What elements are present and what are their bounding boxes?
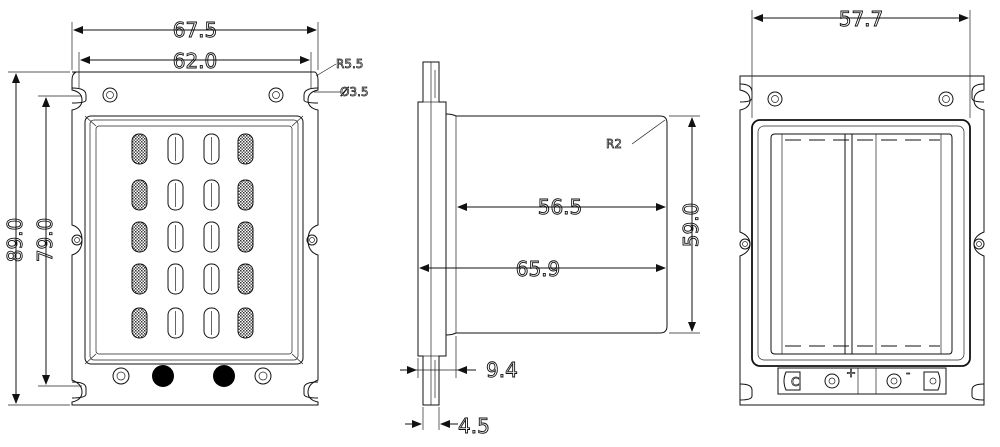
rear-plate-outline — [739, 75, 985, 406]
leader-hole-diameter: Ø3.5 — [314, 85, 369, 99]
notch-bottom-right — [303, 381, 319, 399]
dim-label: 89.0 — [3, 218, 27, 263]
dim-label: Ø3.5 — [340, 85, 369, 99]
dim-label: 67.5 — [173, 18, 218, 42]
leader-r2: R2 — [606, 119, 666, 151]
dimension-flange-thickness: 4.5 — [405, 407, 490, 438]
front-panel-mid — [89, 119, 299, 361]
dimension-inner-height: 79.0 — [33, 95, 82, 387]
dim-label: 57.7 — [839, 7, 884, 31]
notch-bottom-left — [71, 381, 87, 399]
vent-slot — [131, 307, 148, 339]
dimension-outer-width: 67.5 — [71, 18, 319, 70]
rear-body-outer — [751, 119, 971, 367]
dimension-body-depth: 56.5 — [457, 195, 666, 219]
vent-slot — [131, 179, 148, 211]
dim-label: 59.0 — [679, 203, 703, 248]
rear-body-inner — [757, 125, 965, 361]
side-view: R2 56.5 65.9 59.0 9.4 — [400, 61, 703, 438]
vent-slot — [237, 133, 254, 165]
dim-label: 62.0 — [173, 49, 218, 73]
polarity-plus: + — [846, 366, 856, 380]
vent-slot — [131, 263, 148, 295]
mounting-holes — [71, 87, 318, 385]
dim-label: R2 — [606, 137, 622, 151]
leader-radius: R5.5 — [315, 57, 364, 77]
vent-slot — [237, 179, 254, 211]
side-body — [445, 113, 668, 336]
dim-label: 9.4 — [486, 358, 518, 382]
dim-label: 4.5 — [458, 414, 490, 438]
front-panel-outer — [84, 115, 304, 365]
terminal-dot-left — [152, 365, 174, 387]
rear-view: C + - 57.7 — [739, 7, 985, 406]
dimension-hole-spacing: 62.0 — [78, 49, 312, 88]
vent-slot — [131, 221, 148, 253]
side-flange — [417, 61, 447, 406]
notch-top-left — [71, 87, 87, 104]
dimension-total-depth: 65.9 — [419, 257, 666, 281]
vent-slot — [237, 221, 254, 253]
notch-top-right — [303, 87, 319, 104]
vent-slot — [237, 307, 254, 339]
vent-slot — [237, 263, 254, 295]
dimension-outer-height: 89.0 — [3, 71, 70, 406]
dim-label: 79.0 — [33, 218, 57, 263]
polarity-minus: - — [906, 366, 910, 380]
terminal-strip: C + - — [777, 366, 947, 395]
front-panel-inner — [95, 125, 293, 355]
dimension-height: 59.0 — [669, 115, 703, 334]
terminal-label: C — [791, 375, 799, 389]
front-plate-outline — [71, 71, 319, 406]
rear-mounting-holes — [739, 91, 985, 250]
vent-slot — [131, 133, 148, 165]
vent-slots — [131, 133, 254, 339]
dim-label: 65.9 — [516, 257, 561, 281]
terminal-dot-right — [213, 365, 235, 387]
dim-label: 56.5 — [538, 195, 583, 219]
dimension-rear-width: 57.7 — [751, 7, 971, 118]
dimension-flange-depth: 9.4 — [400, 336, 518, 382]
front-view: 67.5 62.0 R5.5 Ø3.5 89.0 — [3, 18, 369, 406]
dim-label: R5.5 — [336, 57, 363, 71]
